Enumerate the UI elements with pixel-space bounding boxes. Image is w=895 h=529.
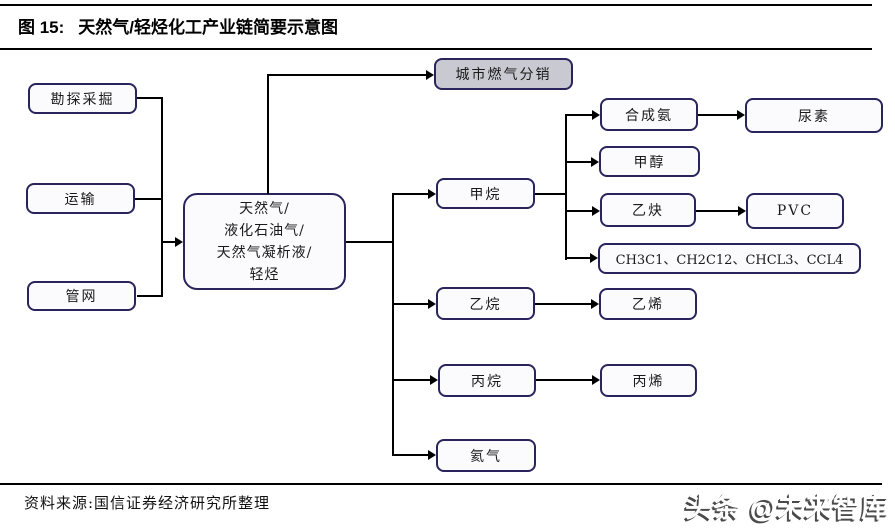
node-pipeline-network: 管网	[27, 281, 136, 311]
arrowhead-into-feedstock	[175, 237, 183, 247]
node-pvc: PVC	[746, 193, 844, 229]
edge-to-ammonia	[565, 114, 593, 116]
watermark: 头条 @未来智库	[685, 493, 889, 523]
edge-ethane-ethylene	[535, 303, 592, 305]
edge-to-propane	[392, 379, 431, 381]
edge-into-feedstock	[161, 241, 177, 243]
arrowhead-acetylene	[592, 206, 600, 216]
node-label: 乙烯	[632, 297, 664, 313]
title-rule	[0, 48, 872, 50]
node-synthetic-ammonia: 合成氨	[600, 98, 698, 131]
arrowhead-methane	[428, 189, 436, 199]
node-label-line: 轻烃	[249, 266, 280, 283]
figure-title-text: 天然气/轻烃化工产业链简要示意图	[78, 18, 339, 37]
node-label: 乙炔	[632, 203, 664, 219]
node-label: 尿素	[798, 108, 830, 125]
node-label: 运输	[64, 191, 97, 208]
edge-to-chloromethanes	[565, 257, 591, 259]
edge-to-acetylene	[565, 210, 593, 212]
arrowhead-ethylene	[591, 299, 599, 309]
node-feedstock: 天然气/ 液化石油气/ 天然气凝析液/ 轻烃	[183, 193, 346, 290]
node-label: 乙烷	[469, 296, 502, 313]
node-label: 合成氨	[625, 107, 673, 124]
source-note: 资料来源:国信证券经济研究所整理	[24, 494, 271, 512]
arrowhead-propane	[430, 375, 438, 385]
node-methane: 甲烷	[436, 178, 535, 209]
edge-propane-propylene	[536, 379, 593, 381]
arrowhead-pvc	[738, 206, 746, 216]
edge-feedstock-up	[267, 74, 269, 194]
node-label: 甲醇	[633, 154, 666, 171]
node-city-gas-distribution: 城市燃气分销	[434, 58, 573, 90]
node-urea: 尿素	[745, 98, 883, 133]
node-propylene: 丙烯	[600, 364, 697, 397]
edge-feedstock-out	[346, 241, 393, 243]
arrowhead-methanol	[591, 157, 599, 167]
node-label: 勘探采掘	[50, 91, 115, 108]
node-label-line: 天然气凝析液/	[216, 244, 313, 261]
bottom-rule	[0, 483, 882, 485]
arrowhead-ethane	[428, 299, 436, 309]
node-label: PVC	[776, 203, 814, 219]
node-label: 丙烷	[471, 373, 503, 390]
node-methanol: 甲醇	[599, 146, 700, 177]
node-chloromethanes: CH3C1、CH2C12、CHCL3、CCL4	[598, 243, 861, 274]
arrowhead-helium	[428, 450, 436, 460]
node-propane: 丙烷	[438, 364, 536, 397]
edge-pipeline	[137, 295, 162, 297]
arrowhead-ammonia	[592, 110, 600, 120]
edge-to-ethane	[392, 303, 429, 305]
node-ethylene: 乙烯	[599, 288, 697, 320]
edge-exploration	[137, 97, 162, 99]
node-label-line: 液化石油气/	[224, 222, 305, 239]
edge-methane-out	[535, 193, 567, 195]
edge-ammonia-urea	[698, 114, 738, 116]
arrowhead-distribution	[426, 70, 434, 80]
node-transport: 运输	[26, 183, 135, 214]
node-label: 城市燃气分销	[455, 67, 552, 83]
arrowhead-urea	[737, 110, 745, 120]
figure-title: 图 15: 天然气/轻烃化工产业链简要示意图	[18, 13, 338, 38]
node-helium: 氦气	[436, 439, 536, 472]
edge-component-bus	[392, 193, 394, 456]
node-label: 管网	[65, 289, 98, 305]
figure-number: 图 15:	[18, 18, 65, 37]
arrowhead-chloromethanes	[590, 253, 598, 263]
node-label: CH3C1、CH2C12、CHCL3、CCL4	[615, 253, 844, 268]
node-label: 丙烯	[632, 373, 665, 390]
edge-methane-bus	[565, 114, 567, 260]
edge-to-distribution	[267, 74, 427, 76]
node-label: 甲烷	[469, 186, 502, 203]
edge-upstream-bus	[161, 97, 163, 297]
top-rule	[0, 4, 872, 6]
edge-to-methanol	[565, 161, 592, 163]
arrowhead-propylene	[592, 375, 600, 385]
node-label: 氦气	[470, 448, 502, 465]
edge-acetylene-pvc	[696, 210, 739, 212]
edge-to-methane	[392, 193, 429, 195]
node-acetylene: 乙炔	[600, 193, 696, 227]
node-label-line: 天然气/	[239, 200, 290, 217]
edge-transport	[135, 198, 162, 200]
edge-to-helium	[392, 454, 429, 456]
node-ethane: 乙烷	[436, 287, 535, 320]
node-exploration: 勘探采掘	[28, 83, 137, 114]
